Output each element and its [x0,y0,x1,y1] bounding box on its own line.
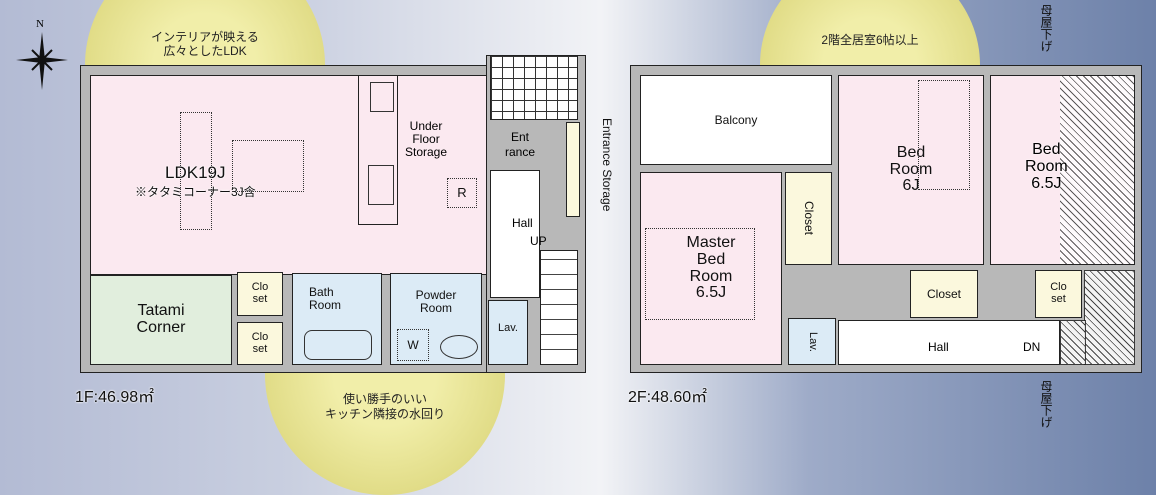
hall-2f-label: Hall [928,340,949,354]
hall-label: Hall [512,216,533,230]
compass-label: N [36,18,44,30]
bed-furniture [918,80,970,190]
entrance-label: Ent rance [505,130,536,159]
floor1-area-label: 1F:46.98㎡ [75,389,155,406]
room-lav-2f: Lav. [788,318,836,365]
roof-slope-hatch [1060,76,1134,264]
closet-master: Closet [785,172,832,265]
stairs-2f-lower [1060,320,1086,365]
room-ldk [90,75,487,275]
closet-bed-6j: Closet [910,270,978,318]
porch-tiles [490,55,578,120]
roof-note-bottom: 母屋下げ [1039,380,1053,428]
under-floor-storage: Under Floor Storage [405,119,448,159]
room-lav-1f: Lav. [488,300,528,365]
sink-icon [368,165,394,205]
master-bed-furniture [645,228,755,320]
entrance-storage [566,122,580,217]
north-compass-icon: N [14,18,70,92]
up-label: UP [530,234,547,248]
entrance-storage-label: Entrance Storage [600,118,614,212]
room-hall-1f [490,170,540,298]
ldk-note: ※タタミコーナー3J含 [135,185,256,199]
stove-icon [370,82,394,112]
kitchen-strip [358,75,398,225]
room-hall-2f [838,320,1060,365]
callout-ldk-line1: インテリアが映える [151,30,259,44]
stairs-1f [540,250,578,365]
washer-icon: W [397,329,429,361]
bathtub [304,330,372,360]
callout-ldk-line2: 広々としたLDK [163,44,247,58]
callout-water-line2: キッチン隣接の水回り [324,407,445,421]
sofa [180,112,212,230]
fridge-icon: R [447,178,477,208]
dn-label: DN [1023,340,1041,354]
callout-2f: 2階全居室6帖以上 [821,33,919,47]
room-balcony: Balcony [640,75,832,165]
roof-note-top: 母屋下げ [1039,4,1053,52]
floor2-area-label: 2F:48.60㎡ [628,389,708,406]
stairs-2f [1084,270,1135,365]
dining-table [232,140,304,192]
washbasin [440,335,478,359]
callout-water-line1: 使い勝手のいい [342,392,427,406]
